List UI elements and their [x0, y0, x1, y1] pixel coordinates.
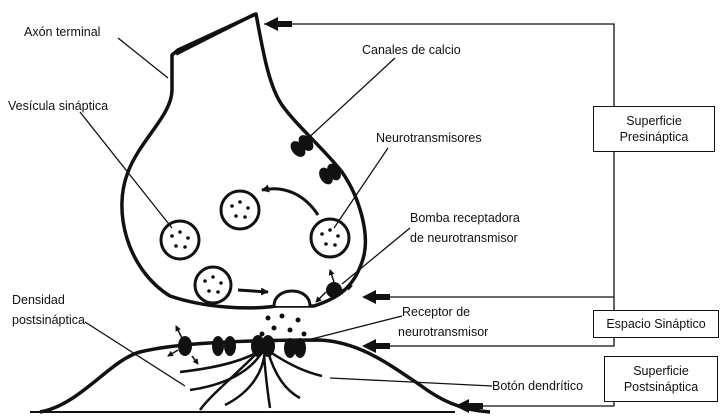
box-presynaptic-line1: Superficie	[626, 113, 682, 129]
cleft-neurotransmitters	[260, 314, 307, 337]
box-postsynaptic-line2: Postsináptica	[624, 379, 698, 395]
label-reuptake-pump-1: Bomba receptadora	[410, 210, 520, 226]
label-neurotransmitters: Neurotransmisores	[376, 130, 482, 146]
reuptake-pump	[326, 282, 342, 298]
label-receptor-1: Receptor de	[402, 304, 470, 320]
label-receptor-2: neurotransmisor	[398, 324, 488, 340]
box-synaptic-cleft: Espacio Sináptico	[593, 310, 719, 338]
label-postsynaptic-density-1: Densidad	[12, 292, 65, 308]
postsynaptic-density	[180, 352, 322, 410]
recycle-arrow	[262, 189, 318, 215]
box-presynaptic-surface: Superficie Presináptica	[593, 106, 715, 152]
synaptic-vesicles	[161, 191, 349, 303]
label-axon-terminal: Axón terminal	[24, 24, 100, 40]
fusing-vesicle	[274, 291, 310, 306]
box-presynaptic-line2: Presináptica	[620, 129, 689, 145]
release-arrow	[238, 290, 268, 292]
label-reuptake-pump-2: de neurotransmisor	[410, 230, 518, 246]
label-calcium-channels: Canales de calcio	[362, 42, 461, 58]
label-postsynaptic-density-2: postsináptica	[12, 312, 85, 328]
label-synaptic-vesicle: Vesícula sináptica	[8, 98, 108, 114]
axon-top-line	[176, 14, 255, 54]
box-postsynaptic-line1: Superficie	[633, 363, 689, 379]
box-postsynaptic-surface: Superficie Postsináptica	[604, 356, 718, 402]
box-synaptic-cleft-label: Espacio Sináptico	[606, 316, 705, 332]
postsynaptic-receptors	[178, 335, 306, 358]
presynaptic-terminal-outline	[122, 14, 365, 308]
label-dendritic-spine: Botón dendrítico	[492, 378, 583, 394]
